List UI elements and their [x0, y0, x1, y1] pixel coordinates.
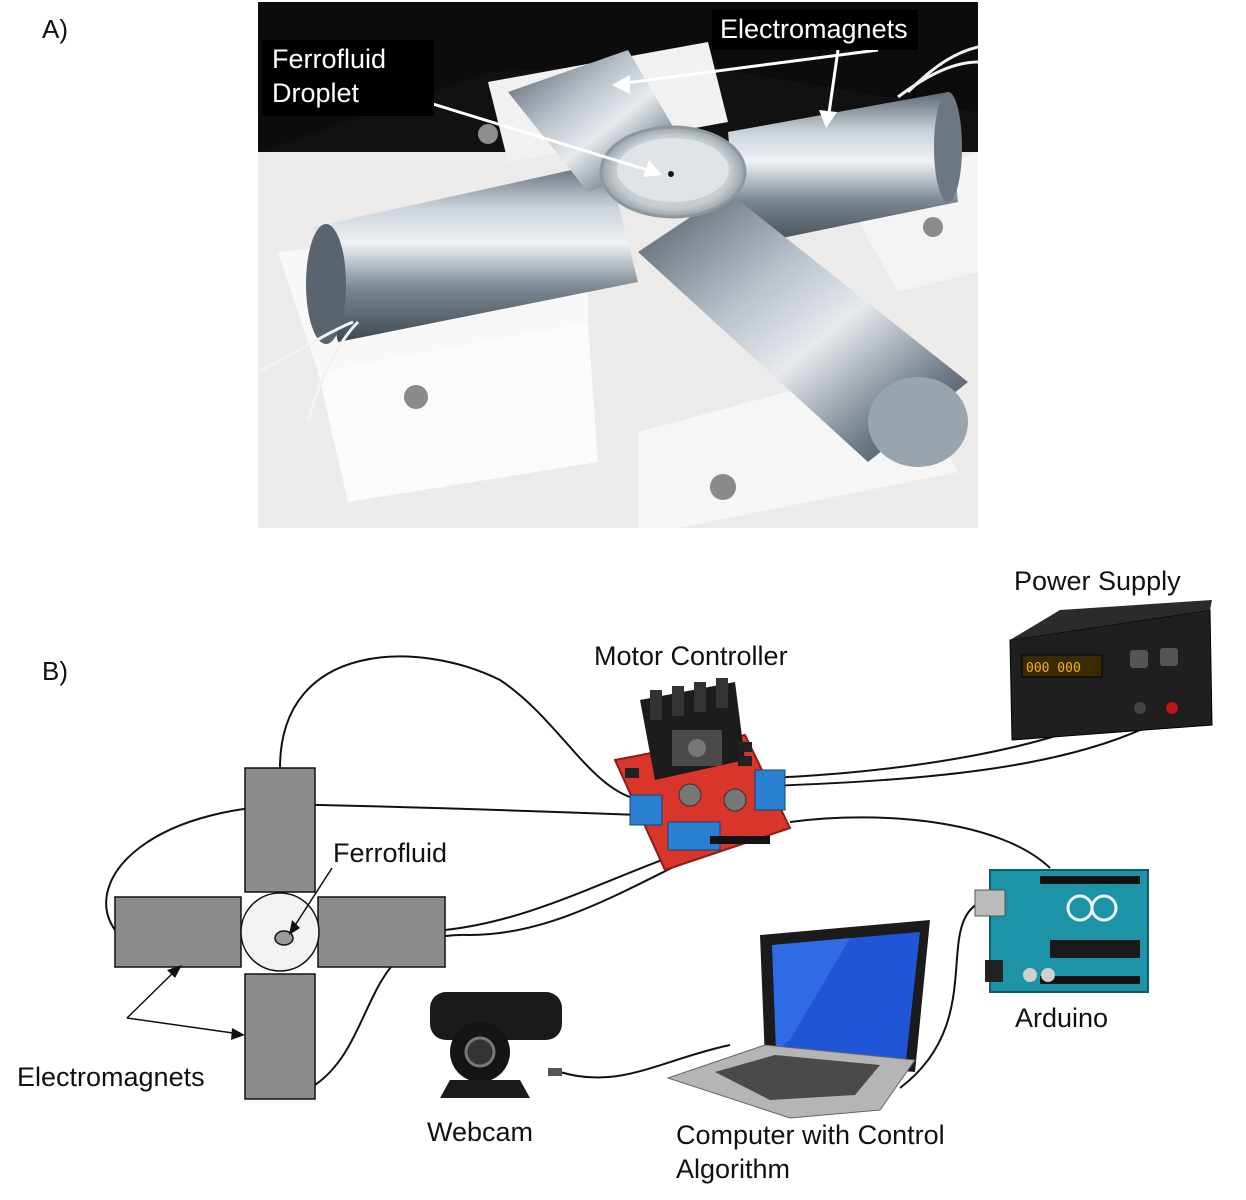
- ferrofluid-pointer: [291, 867, 333, 931]
- wire-left-magnet: [105, 803, 641, 931]
- wire-laptop-arduino: [899, 899, 986, 1089]
- label-computer-line1: Computer with Control: [676, 1120, 945, 1150]
- magnet-top: [244, 767, 316, 893]
- arduino-board: [974, 869, 1149, 993]
- panel-b-letter: B): [42, 656, 68, 686]
- power-supply-display: 000 000: [1026, 661, 1081, 676]
- power-supply-unit: [1009, 600, 1213, 741]
- system-diagram: 000 000: [105, 600, 1213, 1119]
- callout-electromagnets: Electromagnets: [712, 10, 918, 50]
- label-electromagnets: Electromagnets: [17, 1062, 205, 1092]
- label-ferrofluid: Ferrofluid: [333, 838, 448, 868]
- label-power-supply: Power Supply: [1014, 566, 1181, 596]
- label-computer: Computer with Control Algorithm: [676, 1119, 945, 1185]
- wire-power-2: [769, 711, 1176, 787]
- laptop-computer: [666, 920, 930, 1119]
- motor-controller-board: [613, 678, 792, 872]
- panel-a-letter: A): [42, 14, 68, 44]
- wire-bottom-magnet: [314, 844, 721, 1086]
- magnet-left: [114, 896, 242, 968]
- label-computer-line2: Algorithm: [676, 1154, 791, 1184]
- electromagnet-cross: [114, 767, 446, 1100]
- wire-webcam: [559, 1044, 731, 1079]
- label-webcam: Webcam: [427, 1117, 534, 1147]
- magnet-bottom: [244, 973, 316, 1100]
- webcam-device: [430, 992, 562, 1098]
- label-arduino: Arduino: [1015, 1003, 1109, 1033]
- wire-top-magnet: [279, 655, 641, 801]
- callout-ferrofluid-droplet: Ferrofluid Droplet: [262, 40, 434, 116]
- ferrofluid-blob: [274, 930, 294, 946]
- magnet-right: [317, 896, 446, 968]
- wire-arduino: [789, 816, 1051, 869]
- label-motor-controller: Motor Controller: [594, 641, 788, 671]
